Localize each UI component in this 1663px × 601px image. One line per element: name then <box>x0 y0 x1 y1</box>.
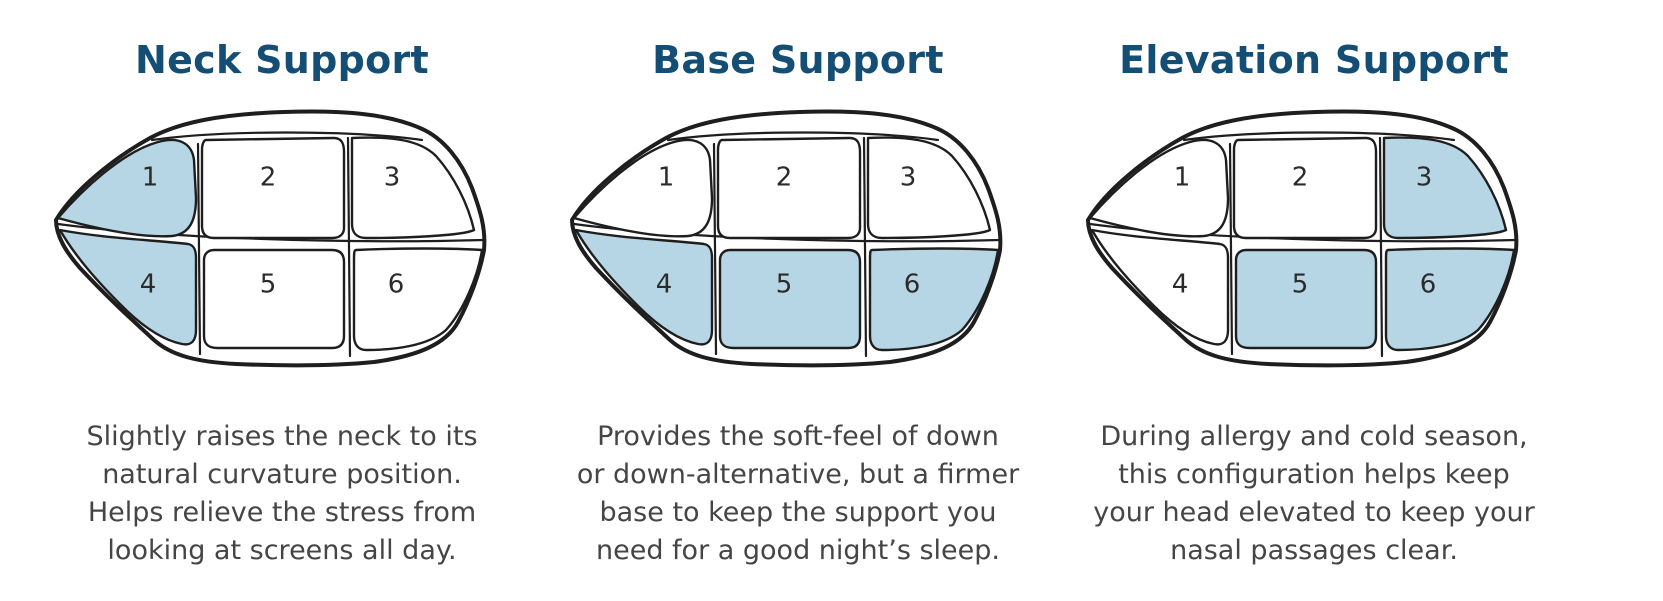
panel-description: Slightly raises the neck to its natural … <box>32 418 532 570</box>
panel-title: Neck Support <box>134 38 430 82</box>
pillow-seam <box>862 136 868 358</box>
pillow-chamber-3 <box>350 136 476 240</box>
panel-description: Provides the soft-feel of down or down-a… <box>548 418 1048 570</box>
description-line: Slightly raises the neck to its <box>86 421 478 452</box>
chamber-number: 5 <box>260 270 277 300</box>
chamber-number: 4 <box>1172 270 1189 300</box>
chamber-number: 3 <box>900 163 917 193</box>
pillow-seam <box>712 142 718 356</box>
pillow-chamber-5-filled <box>1234 248 1378 350</box>
description-line: During allergy and cold season, <box>1100 421 1528 452</box>
panel-title: Elevation Support <box>1119 38 1509 82</box>
chamber-number: 4 <box>140 270 157 300</box>
pillow-chamber-2 <box>716 136 862 240</box>
chamber-number: 4 <box>656 270 673 300</box>
description-line: looking at screens all day. <box>107 535 457 566</box>
description-line: nasal passages clear. <box>1170 535 1458 566</box>
pillow-chamber-4-filled <box>58 228 198 346</box>
pillow-chamber-4 <box>1090 228 1230 346</box>
pillow-chamber-6-filled <box>868 247 1000 352</box>
pillow-diagram: 1 2 3 4 5 6 <box>54 109 487 368</box>
chamber-number: 1 <box>658 163 675 193</box>
description-line: or down-alternative, but a firmer <box>576 459 1020 490</box>
pillow-chamber-5 <box>202 248 346 350</box>
description-line: your head elevated to keep your <box>1093 497 1535 528</box>
panel-title: Base Support <box>652 38 944 82</box>
pillow-chamber-1-filled <box>56 138 198 238</box>
description-line: natural curvature position. <box>102 459 462 490</box>
pillow-seam <box>1182 131 1456 142</box>
chamber-number: 6 <box>904 270 921 300</box>
chamber-number: 6 <box>1420 270 1437 300</box>
pillow-chamber-3-filled <box>1382 136 1508 240</box>
pillow-chamber-5-filled <box>718 248 862 350</box>
chamber-number: 2 <box>260 163 277 193</box>
pillow-seam <box>666 131 940 142</box>
pillow-seam <box>196 142 202 356</box>
description-line: need for a good night’s sleep. <box>596 535 1000 566</box>
panel-elevation-support: Elevation Support 1 2 3 4 5 6 During allergy … <box>1054 0 1574 601</box>
chamber-number: 3 <box>1416 163 1433 193</box>
chamber-number: 3 <box>384 163 401 193</box>
pillow-seam <box>1378 136 1384 358</box>
panel-neck-support: Neck Support 1 2 3 4 5 6 Slightly raises the … <box>22 0 542 601</box>
chamber-number: 5 <box>776 270 793 300</box>
pillow-chamber-1 <box>572 138 714 238</box>
pillow-chamber-4-filled <box>574 228 714 346</box>
panel-description: During allergy and cold season, this con… <box>1064 418 1564 570</box>
pillow-chamber-2 <box>1232 136 1378 240</box>
pillow-diagram: 1 2 3 4 5 6 <box>1086 109 1519 368</box>
description-line: Provides the soft-feel of down <box>597 421 999 452</box>
chamber-number: 1 <box>142 163 159 193</box>
pillow-seam <box>346 136 352 358</box>
pillow-chamber-1 <box>1088 138 1230 238</box>
description-line: Helps relieve the stress from <box>87 497 477 528</box>
pillow-diagram: 1 2 3 4 5 6 <box>570 109 1003 368</box>
pillow-chamber-3 <box>866 136 992 240</box>
pillow-seam <box>150 131 424 142</box>
description-line: base to keep the support you <box>599 497 997 528</box>
panel-base-support: Base Support 1 2 3 4 5 6 Provides the soft-fe… <box>538 0 1058 601</box>
pillow-chamber-2 <box>200 136 346 240</box>
pillow-seam <box>1228 142 1234 356</box>
pillow-chamber-6-filled <box>1384 247 1516 352</box>
chamber-number: 2 <box>1292 163 1309 193</box>
description-line: this configuration helps keep <box>1118 459 1510 490</box>
chamber-number: 6 <box>388 270 405 300</box>
chamber-number: 5 <box>1292 270 1309 300</box>
chamber-number: 1 <box>1174 163 1191 193</box>
chamber-number: 2 <box>776 163 793 193</box>
pillow-chamber-6 <box>352 247 484 352</box>
